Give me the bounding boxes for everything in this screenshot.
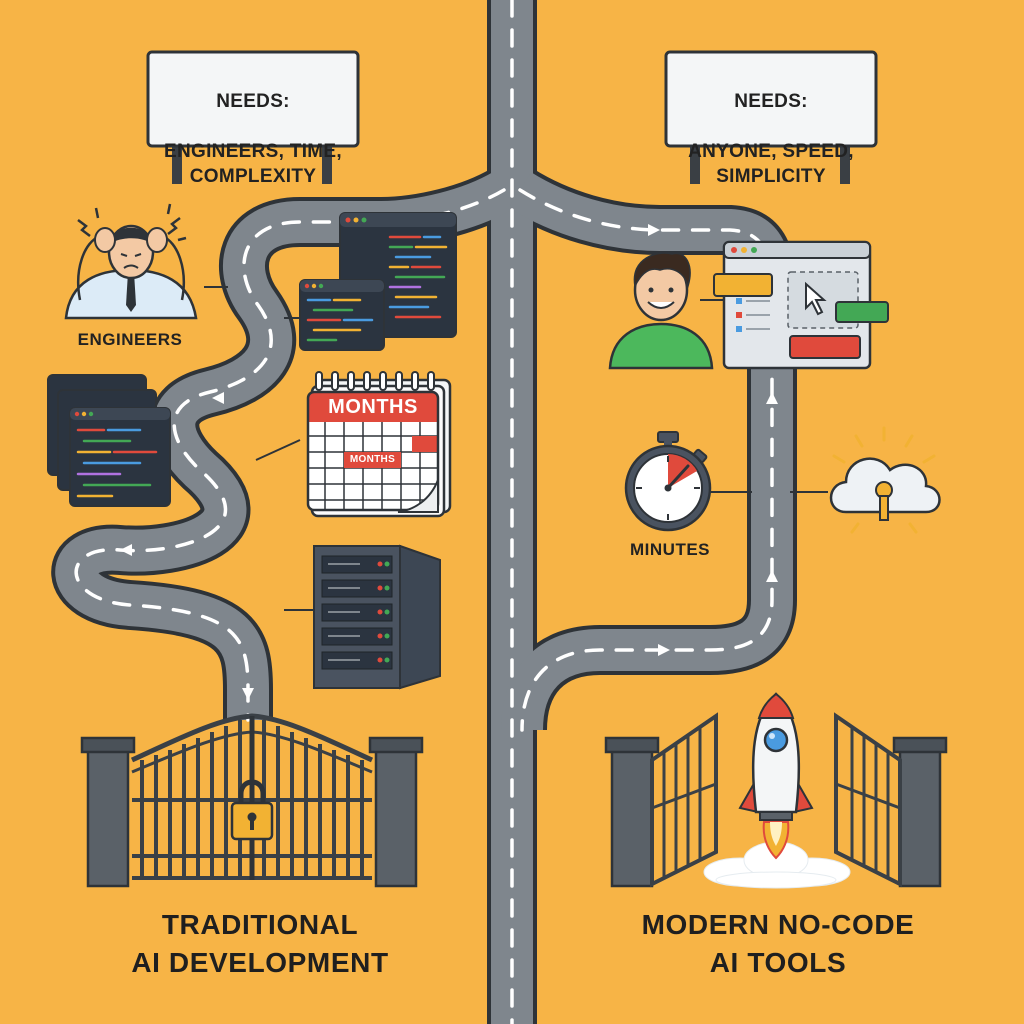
minutes-label: MINUTES xyxy=(630,540,710,559)
sign-left-body: ENGINEERS, TIME, COMPLEXITY xyxy=(164,141,342,187)
rocket-icon xyxy=(703,692,851,889)
stopwatch-icon xyxy=(624,431,752,532)
sign-right-heading: NEEDS: xyxy=(734,91,808,112)
sign-right-text: NEEDS: ANYONE, SPEED, SIMPLICITY xyxy=(666,64,876,214)
title-modern: MODERN NO-CODE AI TOOLS xyxy=(641,909,915,978)
sign-right-body: ANYONE, SPEED, SIMPLICITY xyxy=(688,141,854,187)
sign-left xyxy=(146,50,360,184)
title-traditional: TRADITIONAL AI DEVELOPMENT xyxy=(131,909,389,978)
sign-left-heading: NEEDS: xyxy=(216,91,290,112)
code-window-stack-icon xyxy=(47,374,171,507)
happy-user-icon xyxy=(608,252,724,370)
engineers-label: ENGINEERS xyxy=(77,330,183,349)
stressed-engineer-icon xyxy=(64,203,228,320)
cursor-icon xyxy=(805,281,827,316)
no-code-builder-icon xyxy=(713,240,889,370)
sign-left-text: NEEDS: ENGINEERS, TIME, COMPLEXITY xyxy=(148,64,358,214)
cloud-deploy-icon xyxy=(790,426,941,534)
padlock-icon xyxy=(230,779,274,841)
code-window-icon xyxy=(284,212,457,351)
open-gate-icon xyxy=(604,712,948,888)
locked-gate-icon xyxy=(80,713,424,888)
calendar-icon xyxy=(255,371,452,518)
calendar-months-header: MONTHS xyxy=(328,396,418,418)
sign-right xyxy=(664,50,878,184)
server-rack-icon xyxy=(284,544,441,690)
calendar-months-cell: MONTHS xyxy=(349,454,396,465)
